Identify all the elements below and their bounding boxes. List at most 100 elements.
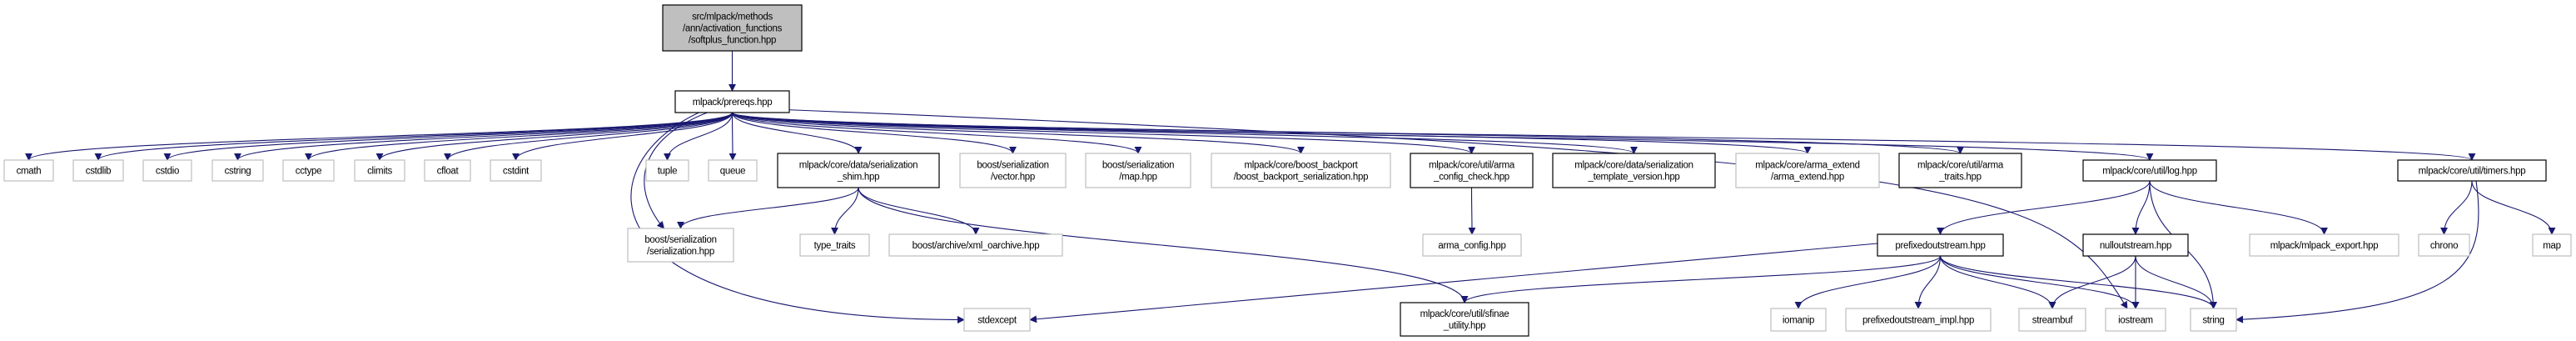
edge-shim-to-bser [677,187,859,229]
edge-nullout-to-string [2135,255,2217,309]
node-export: mlpack/mlpack_export.hpp [2249,233,2399,257]
node-label: _template_version.hpp [1587,173,1679,183]
node-root[interactable]: src/mlpack/methods/ann/activation_functi… [662,4,803,52]
node-sfinae[interactable]: mlpack/core/util/sfinae_utility.hpp [1400,302,1529,337]
node-label: mlpack/core/data/serialization [799,161,918,171]
node-box [2105,308,2166,332]
node-label: type_traits [814,241,856,251]
node-streambuf: streambuf [2018,308,2086,332]
node-prefixed[interactable]: prefixedoutstream.hpp [1877,233,2004,257]
node-box [662,4,803,52]
node-box [1085,153,1191,188]
node-box [211,159,264,182]
node-box [1400,302,1529,337]
node-box [424,159,471,182]
node-label: map [2543,241,2560,251]
node-string: string [2190,308,2237,332]
node-box [1211,153,1391,188]
node-label: cmath [17,167,42,177]
edge-timers-to-chrono [2440,180,2473,235]
node-box [1898,153,2022,188]
node-label: tuple [658,167,677,177]
node-label: prefixedoutstream_impl.hpp [1862,316,1974,326]
node-cstdlib: cstdlib [72,159,124,182]
node-box [2532,233,2572,257]
node-box [2082,233,2189,257]
node-label: streambuf [2032,316,2074,326]
edge-prereqs-to-cstdlib [94,112,734,161]
edge-shim-to-sfinae [858,187,1469,303]
node-map: map [2532,233,2572,257]
node-xmlo: boost/archive/xml_oarchive.hpp [888,233,1063,257]
node-box [1735,153,1880,188]
node-stdexcept: stdexcept [963,308,1031,332]
edge-prereqs-to-bmap [731,112,1142,154]
edge-prefixed-to-iomanip [1794,255,1942,309]
edge-nullout-to-streambuf [2048,255,2136,309]
node-label: /softplus_function.hpp [689,36,776,46]
node-box [2418,233,2470,257]
node-label: /ann/activation_functions [683,24,783,34]
node-label: src/mlpack/methods [692,13,773,23]
edge-armacheck-to-armaconfig [1468,187,1476,235]
edge-prereqs-to-cstring [234,112,734,161]
node-box [354,159,405,182]
node-label: /vector.hpp [991,173,1035,183]
node-box [627,228,734,263]
edge-prereqs-to-cfloat [444,112,734,161]
node-box [963,308,1031,332]
edge-timers-to-map [2471,180,2556,235]
node-label: mlpack/core/util/timers.hpp [2419,167,2526,177]
node-typetraits: type_traits [799,233,870,257]
node-label: cstdint [503,167,530,177]
edge-prereqs-to-iostream [773,108,2128,309]
edge-prereqs-to-climits [375,112,734,161]
node-label: mlpack/core/util/arma [1917,161,2004,171]
node-label: cctype [296,167,321,177]
node-label: mlpack/core/arma_extend [1755,161,1859,171]
node-armatraits[interactable]: mlpack/core/util/arma_traits.hpp [1898,153,2022,188]
node-label: iostream [2118,316,2153,326]
node-log[interactable]: mlpack/core/util/log.hpp [2082,159,2217,182]
edge-log-to-export [2149,180,2328,235]
edge-prereqs-to-tuple [664,112,734,161]
node-armaconfig: arma_config.hpp [1422,233,1522,257]
node-box [2397,159,2547,182]
edge-prereqs-to-cmath [25,112,734,161]
node-queue: queue [708,159,758,182]
node-nullout[interactable]: nulloutstream.hpp [2082,233,2189,257]
node-label: queue [720,167,745,177]
node-label: string [2202,316,2224,326]
edge-prefixed-to-streambuf [1939,255,2056,309]
node-timers[interactable]: mlpack/core/util/timers.hpp [2397,159,2547,182]
node-box [1877,233,2004,257]
node-label: boost/serialization [644,235,716,245]
node-box [1422,233,1522,257]
node-box [2249,233,2399,257]
edge-prefixed-to-iostream [1939,255,2140,309]
edge-prereqs-to-cstdint [512,112,734,161]
node-label: /serialization.hpp [647,247,714,257]
edge-prereqs-to-tplver [731,112,1638,154]
edge-prereqs-to-queue [729,112,737,161]
node-box [645,159,689,182]
node-label: chrono [2430,241,2458,251]
node-label: mlpack/core/util/arma [1429,161,1515,171]
nodes-layer: src/mlpack/methods/ann/activation_functi… [3,4,2572,337]
node-tuple: tuple [645,159,689,182]
node-cstdio: cstdio [142,159,192,182]
node-label: /map.hpp [1119,173,1157,183]
node-bvector: boost/serialization/vector.hpp [959,153,1067,188]
node-shim[interactable]: mlpack/core/data/serialization_shim.hpp [777,153,940,188]
node-label: boost/archive/xml_oarchive.hpp [913,241,1040,251]
edge-log-to-nullout [2131,180,2151,235]
node-bmap: boost/serialization/map.hpp [1085,153,1191,188]
edge-prereqs-to-shim [731,112,863,154]
node-label: stdexcept [977,316,1017,326]
node-prereqs[interactable]: mlpack/prereqs.hpp [674,90,790,113]
edge-prereqs-to-backport [731,112,1305,154]
node-armacheck[interactable]: mlpack/core/util/arma_config_check.hpp [1410,153,1534,188]
node-tplver[interactable]: mlpack/core/data/serialization_template_… [1552,153,1716,188]
node-box [72,159,124,182]
